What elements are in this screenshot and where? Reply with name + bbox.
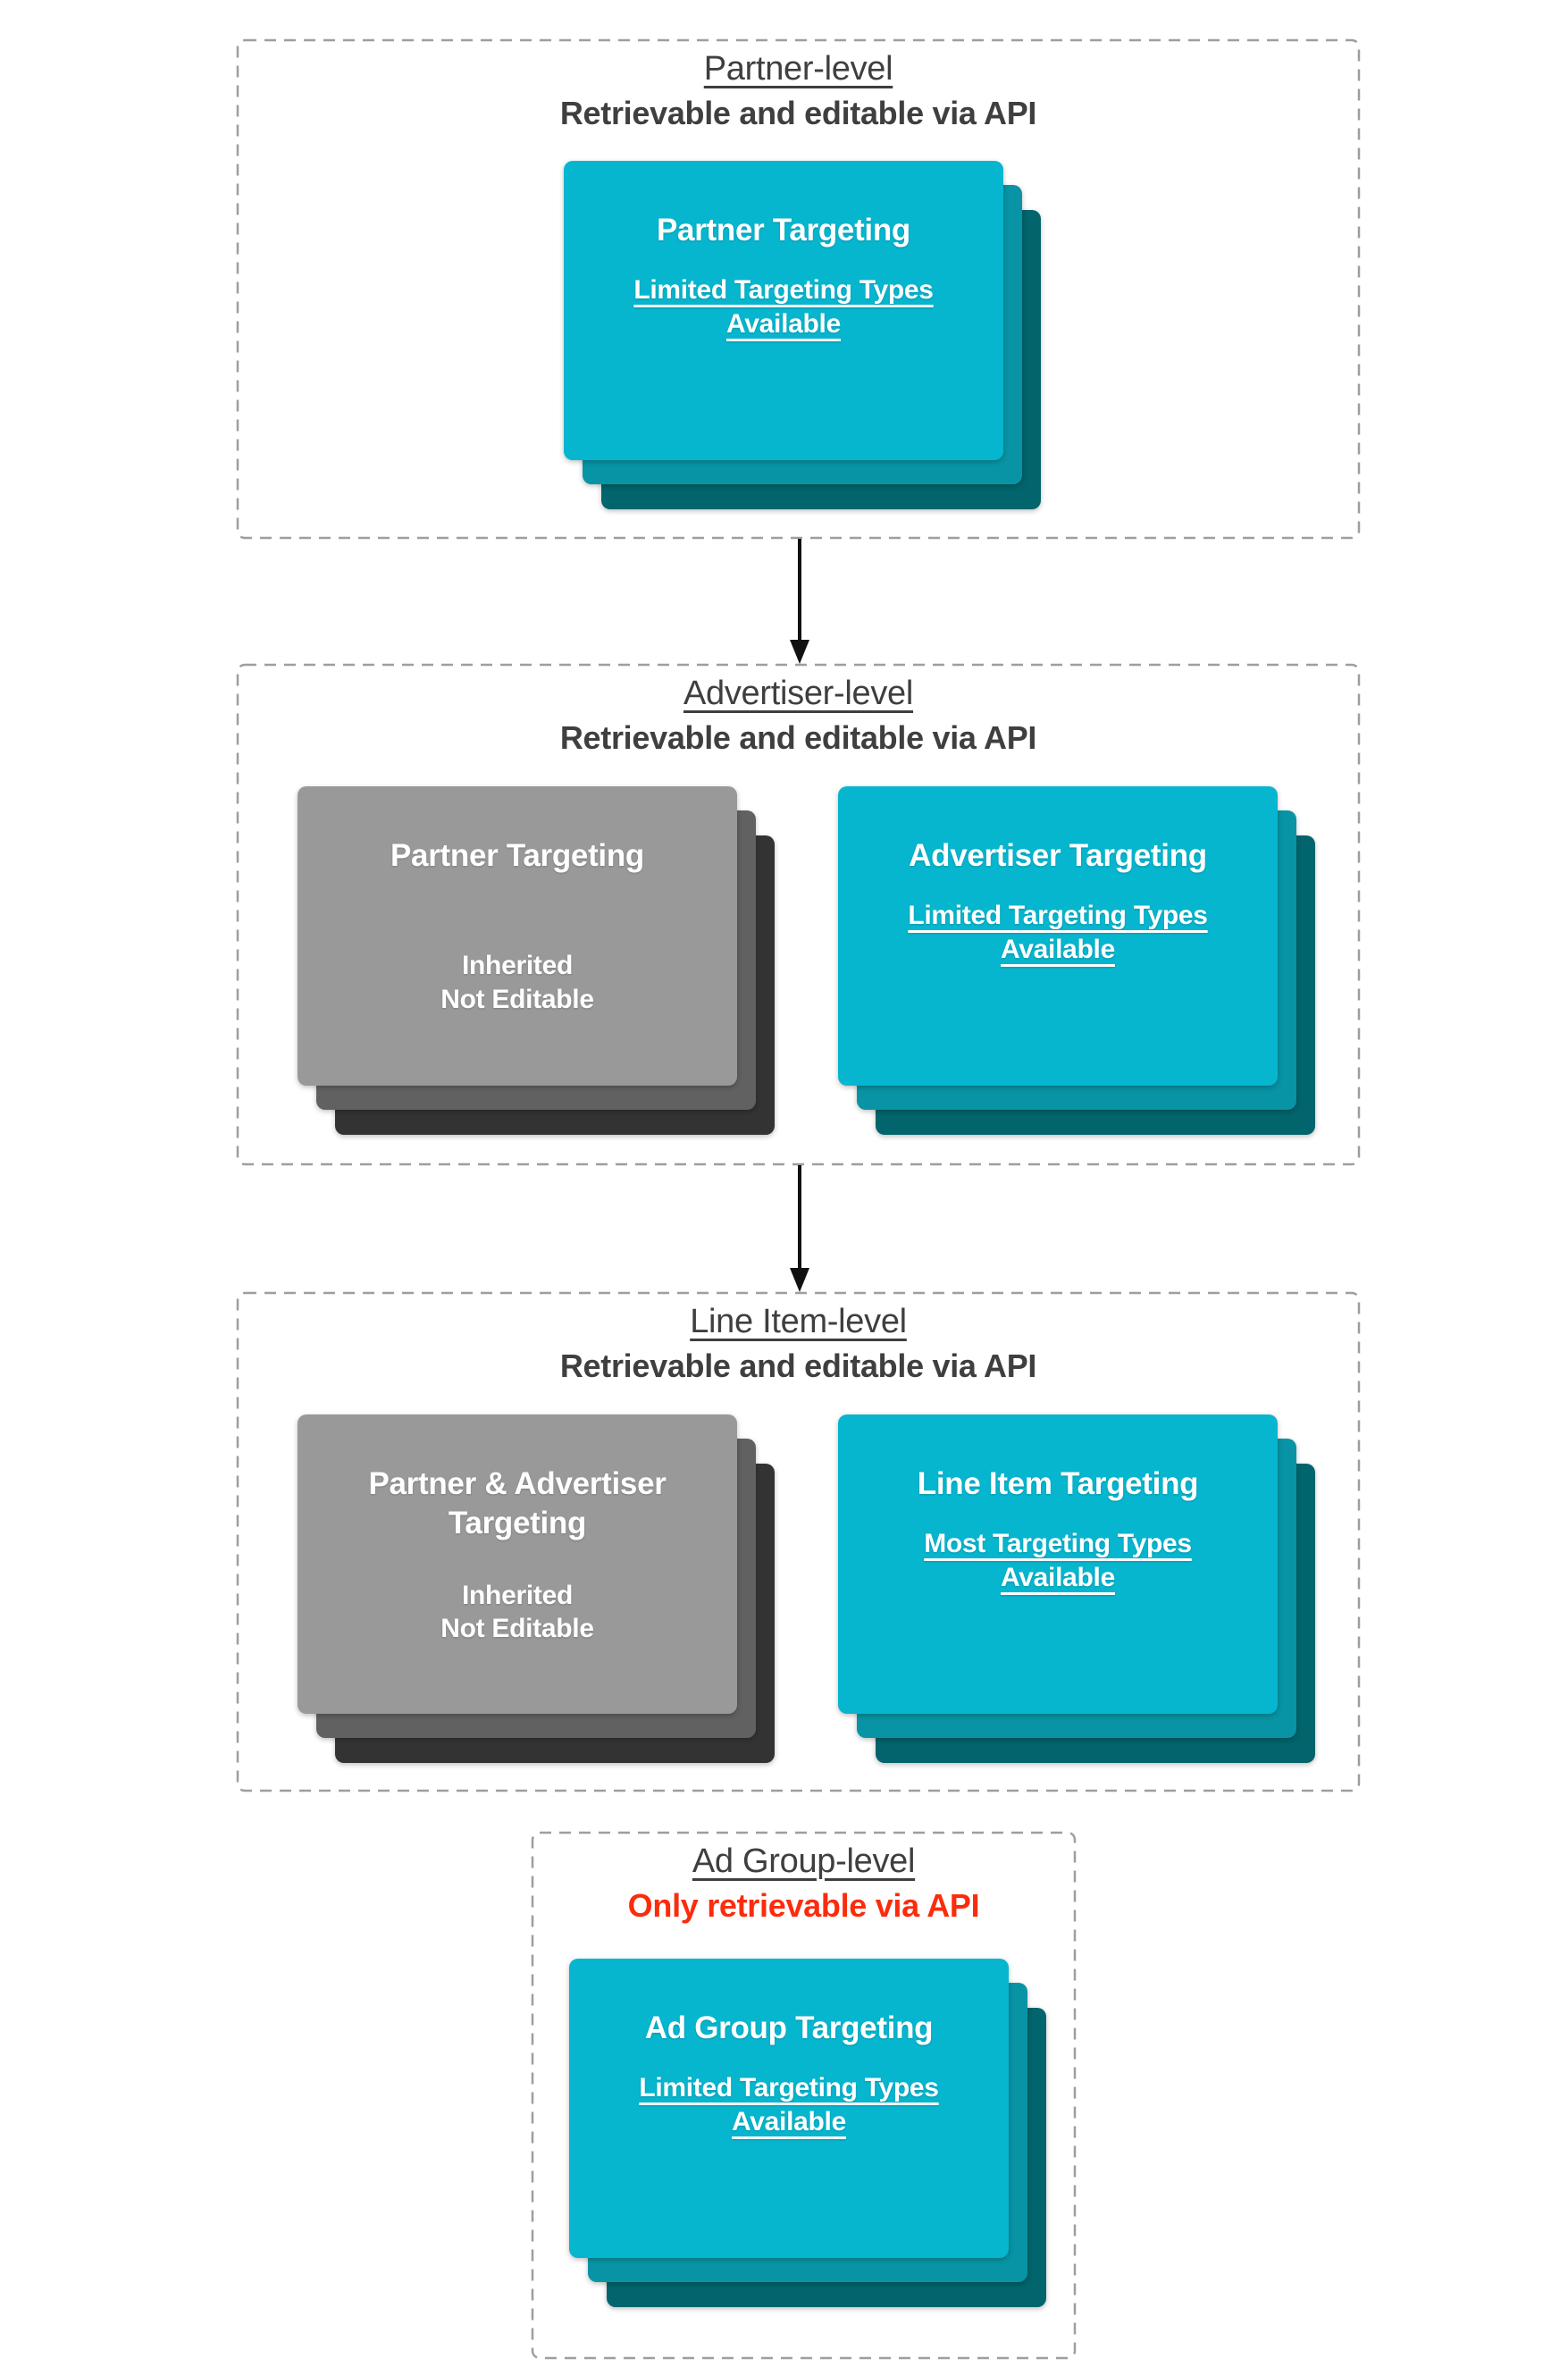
card-title: Partner & Advertiser Targeting <box>368 1465 666 1543</box>
card-body: Limited Targeting Types Available <box>633 273 934 341</box>
card-body-line: Available <box>1001 934 1115 964</box>
partner-targeting-card: Partner Targeting Limited Targeting Type… <box>564 161 1003 460</box>
line-item-targeting-card: Line Item Targeting Most Targeting Types… <box>838 1414 1278 1714</box>
inherited-partner-targeting-card-stack: Partner Targeting Inherited Not Editable <box>298 786 775 1135</box>
ad-group-level-section: Ad Group-level Only retrievable via API <box>531 1831 1077 2360</box>
card-title: Partner Targeting <box>390 836 644 876</box>
card-title-line: Partner & Advertiser <box>368 1466 667 1501</box>
section-subtitle: Retrievable and editable via API <box>559 1347 1037 1384</box>
card-body: Most Targeting Types Available <box>924 1527 1192 1595</box>
card-title: Partner Targeting <box>657 211 910 250</box>
card-body-line: Inherited <box>462 950 573 980</box>
inherited-partner-advertiser-targeting-card-stack: Partner & Advertiser Targeting Inherited… <box>298 1414 775 1763</box>
card-title: Line Item Targeting <box>918 1465 1199 1504</box>
card-body-line: Available <box>726 308 841 339</box>
section-subtitle: Only retrievable via API <box>627 1887 980 1924</box>
card-body-line: Available <box>1001 1562 1115 1592</box>
inherited-partner-targeting-card: Partner Targeting Inherited Not Editable <box>298 786 737 1086</box>
dashed-border <box>531 1831 1077 2360</box>
section-title: Partner-level <box>703 50 893 88</box>
dashed-border <box>236 38 1361 540</box>
card-body-line: Limited Targeting Types <box>639 2072 939 2103</box>
section-title: Ad Group-level <box>692 1842 916 1880</box>
flow-arrow-down <box>789 1165 810 1292</box>
section-subtitle: Retrievable and editable via API <box>559 95 1037 131</box>
partner-level-section: Partner-level Retrievable and editable v… <box>236 38 1361 540</box>
card-body-line: Not Editable <box>440 984 594 1014</box>
card-body-line: Available <box>732 2106 846 2136</box>
card-title: Ad Group Targeting <box>645 2009 934 2048</box>
ad-group-targeting-card: Ad Group Targeting Limited Targeting Typ… <box>569 1959 1009 2258</box>
section-title: Line Item-level <box>690 1303 907 1340</box>
card-body-line: Limited Targeting Types <box>633 274 934 305</box>
card-title-line: Line Item Targeting <box>917 1466 1199 1501</box>
line-item-level-section: Line Item-level Retrievable and editable… <box>236 1291 1361 1792</box>
section-title: Advertiser-level <box>683 675 914 712</box>
line-item-targeting-card-stack: Line Item Targeting Most Targeting Types… <box>838 1414 1315 1763</box>
advertiser-targeting-card: Advertiser Targeting Limited Targeting T… <box>838 786 1278 1086</box>
card-body-line: Not Editable <box>440 1614 594 1644</box>
dashed-border <box>236 1291 1361 1792</box>
card-title-line: Advertiser Targeting <box>909 838 1207 873</box>
card-body: Inherited Not Editable <box>440 1579 594 1647</box>
card-body-line: Inherited <box>462 1580 573 1610</box>
partner-targeting-card-stack: Partner Targeting Limited Targeting Type… <box>564 161 1041 509</box>
card-body-line: Limited Targeting Types <box>908 900 1208 930</box>
ad-group-targeting-card-stack: Ad Group Targeting Limited Targeting Typ… <box>569 1959 1046 2307</box>
inherited-partner-advertiser-targeting-card: Partner & Advertiser Targeting Inherited… <box>298 1414 737 1714</box>
card-body-line: Most Targeting Types <box>924 1528 1192 1558</box>
card-body: Inherited Not Editable <box>440 949 594 1017</box>
card-title: Advertiser Targeting <box>909 836 1207 876</box>
card-title-line: Partner Targeting <box>656 213 911 248</box>
advertiser-targeting-card-stack: Advertiser Targeting Limited Targeting T… <box>838 786 1315 1135</box>
flow-arrow-down <box>789 539 810 664</box>
card-title-line: Ad Group Targeting <box>644 2010 934 2045</box>
card-body: Limited Targeting Types Available <box>639 2071 939 2139</box>
card-title-line: Partner Targeting <box>390 838 645 873</box>
dashed-border <box>236 663 1361 1166</box>
card-title-line: Targeting <box>448 1505 587 1540</box>
advertiser-level-section: Advertiser-level Retrievable and editabl… <box>236 663 1361 1166</box>
card-body: Limited Targeting Types Available <box>908 899 1208 967</box>
section-subtitle: Retrievable and editable via API <box>559 719 1037 756</box>
